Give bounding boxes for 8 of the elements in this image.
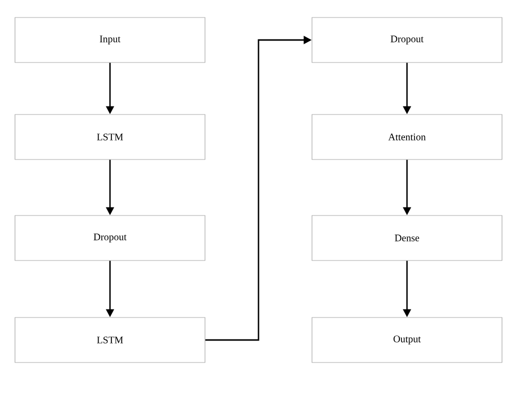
process-box: LSTM	[14, 317, 206, 363]
process-box: Attention	[312, 114, 502, 160]
process-box: Dense	[312, 215, 502, 261]
process-box: Output	[312, 317, 502, 363]
process-box: Dropout	[14, 215, 206, 261]
process-box: LSTM	[14, 114, 206, 160]
process-box: Input	[14, 17, 206, 63]
process-box: Dropout	[312, 17, 502, 63]
